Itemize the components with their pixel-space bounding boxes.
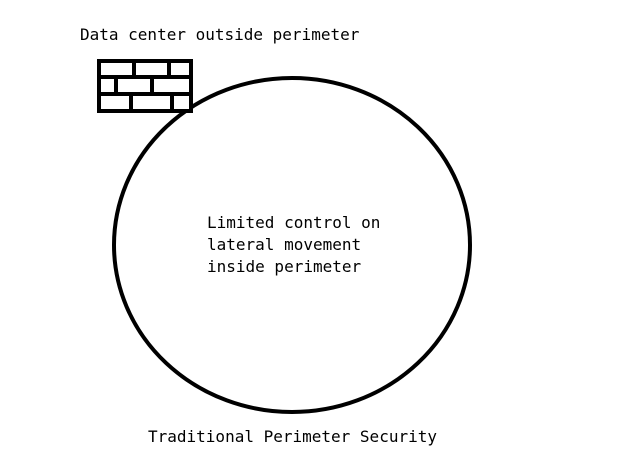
- outside-perimeter-label: Data center outside perimeter: [80, 25, 360, 44]
- diagram-caption: Traditional Perimeter Security: [148, 427, 437, 446]
- perimeter-circle: [112, 76, 472, 414]
- brick-wall-icon: [97, 59, 193, 113]
- inside-perimeter-label: Limited control on lateral movement insi…: [207, 213, 381, 276]
